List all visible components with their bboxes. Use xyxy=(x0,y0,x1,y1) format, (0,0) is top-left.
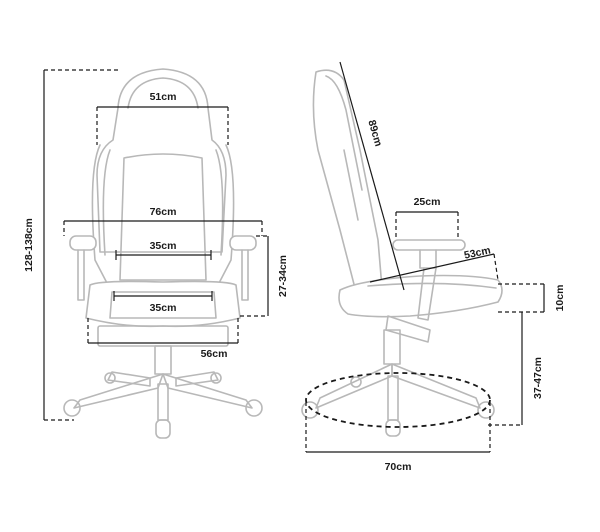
base-width-label: 56cm xyxy=(201,348,228,360)
total-height-label: 128-138cm xyxy=(23,218,35,272)
seat-thickness-label: 10cm xyxy=(554,285,566,312)
armrest-length-label: 25cm xyxy=(414,196,441,208)
backrest-width-label: 51cm xyxy=(150,91,177,103)
seat-height-label: 37-47cm xyxy=(532,357,544,399)
front-chair-illustration xyxy=(63,68,263,439)
front-dimensions: 128-138cm 51cm 76cm 35cm 27-34cm 35cm 56… xyxy=(23,69,289,421)
base-diameter-label: 70cm xyxy=(385,461,412,473)
lumbar-width-label: 35cm xyxy=(150,240,177,252)
backrest-height-label: 89cm xyxy=(365,119,384,148)
side-chair-illustration xyxy=(301,69,503,437)
side-dimensions: 89cm 25cm 53cm 10cm 37-47cm 70cm xyxy=(305,61,566,473)
seat-depth-label: 53cm xyxy=(463,244,492,261)
seat-width-label: 35cm xyxy=(150,302,177,314)
armrest-height-label: 27-34cm xyxy=(277,255,289,297)
armrest-span-label: 76cm xyxy=(150,206,177,218)
